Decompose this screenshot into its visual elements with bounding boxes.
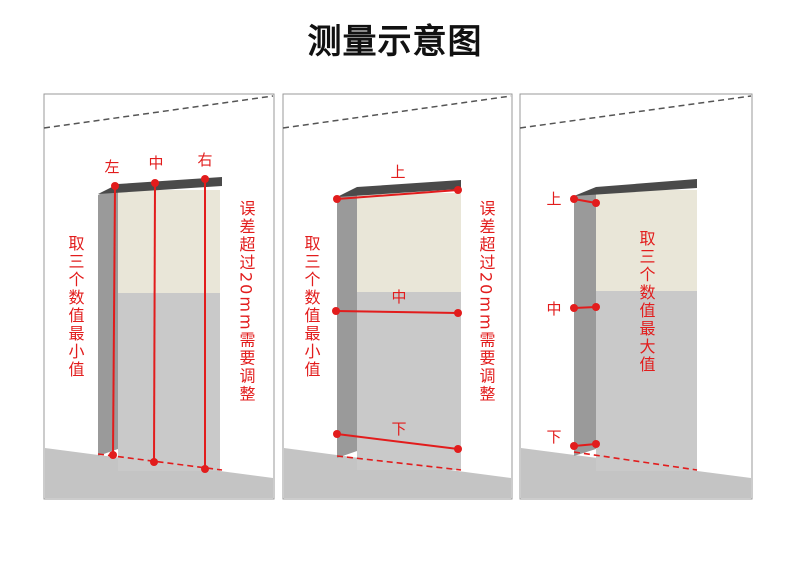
measure-point	[333, 430, 341, 438]
measure-point	[592, 440, 600, 448]
measure-line-middle	[153, 182, 156, 463]
point-label-middle: 中	[391, 288, 406, 306]
floor-dash	[97, 453, 223, 471]
measure-point	[150, 458, 158, 466]
measure-point	[570, 442, 578, 450]
measure-point	[592, 199, 600, 207]
opening-upper	[118, 190, 220, 294]
floor-dash	[573, 451, 698, 471]
floor	[521, 448, 751, 498]
note-tolerance: 误差超过20mm需要调整	[237, 200, 256, 404]
measure-point	[332, 307, 340, 315]
measure-line-left	[112, 185, 116, 456]
point-label-middle: 中	[148, 154, 163, 172]
measure-line-middle	[335, 310, 459, 314]
panel-width: 左 中 右 取三个数值最小值 误差超过20mm需要调整	[43, 93, 275, 500]
opening-lower	[357, 292, 461, 470]
point-label-bottom: 下	[391, 420, 406, 438]
measure-point	[333, 195, 341, 203]
measure-point	[109, 451, 117, 459]
jamb	[337, 188, 357, 458]
measure-line-top	[336, 189, 459, 200]
measure-point	[454, 309, 462, 317]
point-label-left: 左	[104, 158, 119, 176]
lintel	[574, 179, 697, 196]
point-label-bottom: 下	[546, 428, 561, 446]
jamb	[574, 188, 596, 456]
measure-point	[570, 304, 578, 312]
floor	[284, 448, 511, 498]
point-label-top: 上	[546, 190, 561, 208]
measure-point	[570, 195, 578, 203]
panel-depth: 上 中 下 取三个数值最大值	[519, 93, 753, 500]
note-min-value: 取三个数值最小值	[302, 235, 321, 379]
ceiling-line	[282, 95, 512, 129]
ceiling-line	[519, 95, 752, 129]
point-label-middle: 中	[546, 300, 561, 318]
measure-line-bottom	[336, 433, 459, 450]
measure-point	[454, 445, 462, 453]
panel-height: 上 中 下 取三个数值最小值 误差超过20mm需要调整	[282, 93, 513, 500]
opening-lower	[596, 291, 697, 471]
measure-point	[454, 186, 462, 194]
opening-upper	[596, 190, 697, 292]
note-tolerance: 误差超过20mm需要调整	[477, 200, 496, 404]
measure-point	[201, 465, 209, 473]
measure-point	[201, 175, 209, 183]
floor	[45, 448, 273, 498]
note-min-value: 取三个数值最小值	[66, 235, 85, 379]
point-label-right: 右	[197, 151, 212, 169]
lintel	[337, 180, 461, 197]
opening-lower	[118, 293, 220, 471]
measure-point	[151, 179, 159, 187]
measure-point	[111, 182, 119, 190]
opening-upper	[357, 193, 461, 293]
floor-dash	[336, 455, 462, 471]
ceiling-line	[43, 95, 274, 129]
note-max-value: 取三个数值最大值	[637, 230, 656, 374]
measure-point	[592, 303, 600, 311]
lintel	[98, 177, 222, 194]
page-title: 测量示意图	[307, 22, 483, 62]
point-label-top: 上	[390, 163, 405, 181]
